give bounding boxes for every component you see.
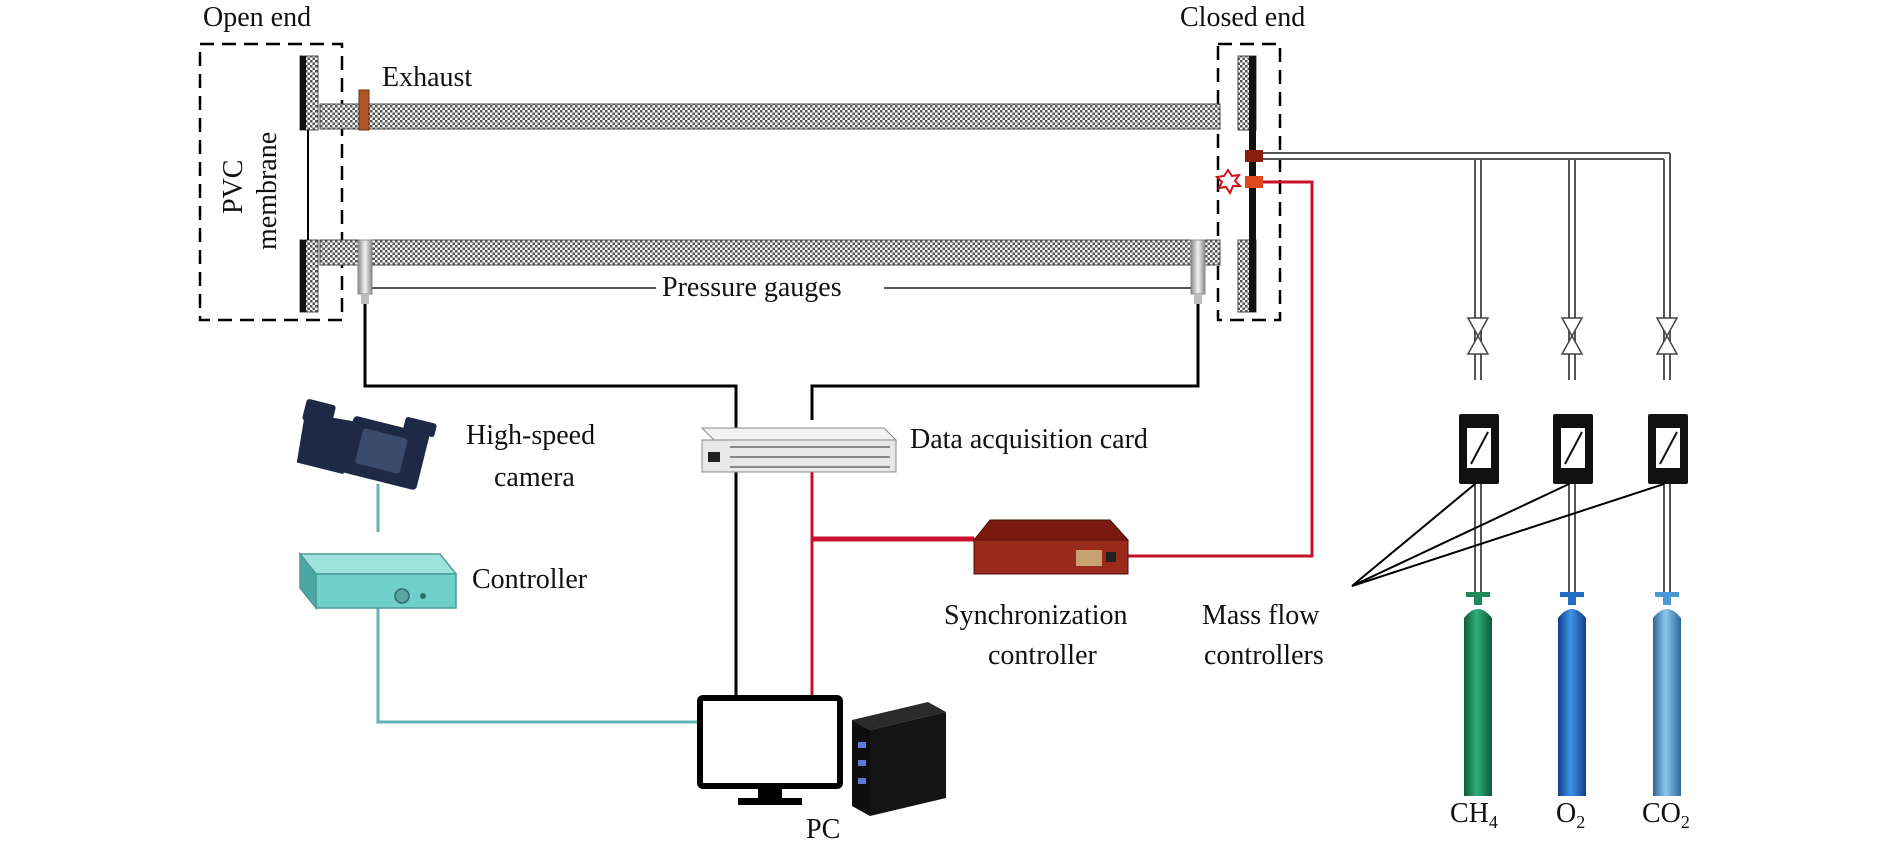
pressure-gauge-left bbox=[357, 239, 373, 304]
pvc-label: PVC bbox=[218, 160, 249, 214]
pressure-gauges-label: Pressure gauges bbox=[662, 272, 842, 303]
valve-co2 bbox=[1655, 317, 1679, 355]
closed-end-label: Closed end bbox=[1180, 2, 1305, 33]
pc-tower-icon bbox=[852, 702, 946, 816]
pc-monitor-icon bbox=[697, 695, 843, 805]
signal-wires bbox=[810, 180, 1314, 698]
gas-inlet-port bbox=[1245, 150, 1263, 162]
gas-label-o2: O2 bbox=[1556, 798, 1585, 832]
open-end-label: Open end bbox=[203, 2, 311, 33]
pressure-gauge-right bbox=[1190, 239, 1206, 304]
gas-label-co2: CO2 bbox=[1642, 798, 1690, 832]
cylinder-supply-lines bbox=[1474, 484, 1671, 596]
tube-bottom-wall bbox=[319, 239, 1221, 266]
exhaust-port bbox=[358, 89, 370, 131]
valve-ch4 bbox=[1466, 317, 1490, 355]
mfc-label-line2: controllers bbox=[1204, 640, 1324, 671]
mass-flow-controller-ch4 bbox=[1459, 414, 1499, 484]
ignitor-port bbox=[1245, 176, 1263, 188]
spark-icon bbox=[1214, 168, 1243, 196]
tube bbox=[299, 55, 1257, 313]
exhaust-label: Exhaust bbox=[382, 62, 472, 93]
gas-manifold bbox=[1263, 152, 1671, 380]
open-end-box bbox=[198, 42, 344, 322]
gas-cylinder-co2 bbox=[1653, 592, 1681, 796]
data-acquisition-card-device bbox=[700, 427, 898, 473]
mfc-label-line1: Mass flow bbox=[1202, 600, 1320, 631]
gas-label-ch4: CH4 bbox=[1450, 798, 1498, 832]
data-wires bbox=[363, 304, 1200, 698]
gas-cylinder-o2 bbox=[1558, 592, 1586, 796]
high-speed-camera-icon bbox=[296, 399, 437, 490]
controller-label: Controller bbox=[472, 564, 588, 595]
camera-label-line2: camera bbox=[494, 462, 575, 493]
mass-flow-controller-o2 bbox=[1553, 414, 1593, 484]
camera-controller-device bbox=[298, 551, 458, 611]
mass-flow-controller-co2 bbox=[1648, 414, 1688, 484]
sync-label-line1: Synchronization bbox=[944, 600, 1128, 631]
pc-label: PC bbox=[806, 814, 840, 845]
synchronization-controller-device bbox=[972, 519, 1130, 575]
tube-top-wall bbox=[319, 103, 1221, 130]
daq-label: Data acquisition card bbox=[910, 424, 1148, 455]
membrane-label: membrane bbox=[252, 132, 283, 250]
camera-label-line1: High-speed bbox=[466, 420, 595, 451]
mfc-leader-lines bbox=[1351, 483, 1665, 587]
sync-label-line2: controller bbox=[988, 640, 1098, 671]
gas-cylinder-ch4 bbox=[1464, 592, 1492, 796]
valve-o2 bbox=[1560, 317, 1584, 355]
